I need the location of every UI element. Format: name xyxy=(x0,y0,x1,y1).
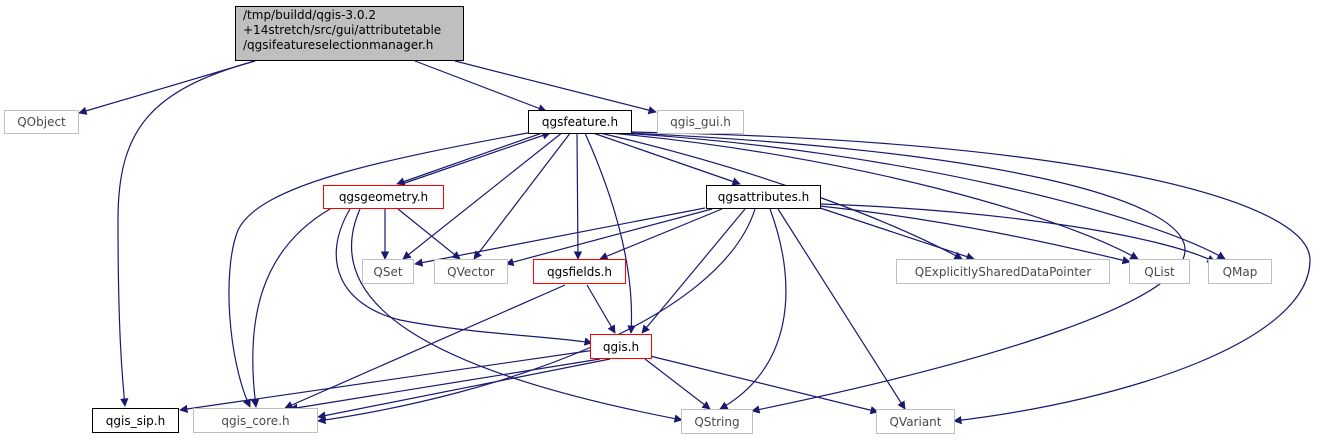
edge-qgsfeature-to-qgis xyxy=(584,132,636,334)
node-qgis[interactable]: qgis.h xyxy=(590,334,652,359)
edge-qgsfeature-to-qvariant xyxy=(629,131,1311,425)
node-qvariant[interactable]: QVariant xyxy=(876,409,955,434)
node-qgsfeature-label: qgsfeature.h xyxy=(541,115,619,129)
node-qgis-label: qgis.h xyxy=(602,339,640,354)
edge-qgsattributes-to-qvector xyxy=(505,208,713,267)
node-qvariant-label: QVariant xyxy=(889,414,942,429)
edge-qgsfields-to-qgis-core xyxy=(284,284,566,409)
edge-root-to-qgis-gui xyxy=(454,60,657,115)
edge-qgsattributes-to-qexplicit xyxy=(819,207,975,261)
edge-qgsfeature-to-qgsattributes xyxy=(592,132,741,186)
node-qstring-label: QString xyxy=(694,414,740,429)
node-qgsfields-label: qgsfields.h xyxy=(546,264,613,279)
edge-qgsgeometry-to-qgsfeature xyxy=(401,131,551,185)
node-qgsgeometry-label: qgsgeometry.h xyxy=(338,190,429,204)
root-node-line-3: /qgsifeatureselectionmanager.h xyxy=(243,38,434,52)
edge-qgis-to-qvariant xyxy=(649,355,879,415)
edge-qgsgeometry-to-qvector xyxy=(397,208,461,260)
node-qgis-gui[interactable]: qgis_gui.h xyxy=(657,110,744,134)
edge-qgsgeometry-to-qgis xyxy=(335,208,593,346)
edge-qgsfeature-to-qgsfields xyxy=(573,132,583,260)
node-qgsattributes-label: qgsattributes.h xyxy=(717,190,810,204)
node-qgis-core[interactable]: qgis_core.h xyxy=(193,408,318,433)
node-qobject-label: QObject xyxy=(17,115,66,129)
node-qgis-sip-label: qgis_sip.h xyxy=(105,413,166,428)
edge-qgsattributes-to-qmap xyxy=(819,203,1216,263)
node-qset[interactable]: QSet xyxy=(362,259,414,284)
edge-root-to-qgis-sip xyxy=(117,60,256,407)
node-qvector-label: QVector xyxy=(447,264,495,279)
node-qvector[interactable]: QVector xyxy=(434,259,508,284)
node-qgsattributes[interactable]: qgsattributes.h xyxy=(706,185,821,209)
edge-qgsattributes-to-qset xyxy=(414,207,706,267)
edge-qgsfeature-to-qset xyxy=(402,131,564,260)
edge-qgsfeature-to-qmap xyxy=(619,132,1226,260)
edge-qgis-to-qgis-sip xyxy=(179,349,596,414)
edge-qgsgeometry-to-qgis-core xyxy=(250,208,331,408)
node-qgsfeature[interactable]: qgsfeature.h xyxy=(528,110,632,134)
edge-qgis-to-qgis-core-1 xyxy=(289,358,601,412)
edge-qgsattributes-to-qvariant xyxy=(777,208,906,410)
node-qobject[interactable]: QObject xyxy=(4,110,79,134)
root-node-line-2: +14stretch/src/gui/attributetable xyxy=(243,23,442,37)
edge-qgsfeature-to-qgsgeometry xyxy=(396,131,546,186)
node-qgis-core-label: qgis_core.h xyxy=(221,413,290,428)
edge-qgsfeature-to-qlist xyxy=(609,132,1139,260)
node-qlist-label: QList xyxy=(1144,264,1175,279)
node-qgsgeometry[interactable]: qgsgeometry.h xyxy=(323,185,444,209)
edge-qgsattributes-to-qgsfields xyxy=(599,208,723,261)
node-qexplicitlyshareddatapointer[interactable]: QExplicitlySharedDataPointer xyxy=(896,259,1110,284)
node-qgis-sip[interactable]: qgis_sip.h xyxy=(92,408,179,433)
edge-qgis-to-qstring xyxy=(644,358,711,410)
node-qgsfields[interactable]: qgsfields.h xyxy=(533,259,626,284)
edge-qgsattributes-to-qgis xyxy=(641,208,746,334)
node-qstring[interactable]: QString xyxy=(681,409,753,434)
node-qexplicitlyshareddatapointer-label: QExplicitlySharedDataPointer xyxy=(914,264,1092,279)
edge-qgsattributes-to-qstring xyxy=(719,208,787,410)
root-node-qgsifeatureselectionmanager[interactable]: /tmp/buildd/qgis-3.0.2 +14stretch/src/gu… xyxy=(235,6,464,61)
edge-qgis-to-qgis-core-2 xyxy=(317,358,611,420)
edge-qgsattributes-to-qlist xyxy=(819,205,1131,265)
edge-qgsfeature-to-qgis-core xyxy=(228,131,534,408)
node-qmap-label: QMap xyxy=(1222,264,1258,279)
node-qset-label: QSet xyxy=(373,264,403,279)
edge-qgsfields-to-qgis xyxy=(586,284,616,334)
node-qgis-gui-label: qgis_gui.h xyxy=(670,115,731,129)
root-node-line-1: /tmp/buildd/qgis-3.0.2 xyxy=(243,8,376,22)
edge-qgsgeometry-to-qstring xyxy=(350,208,683,423)
edge-qgsfeature-to-qvector xyxy=(473,131,572,260)
node-qmap[interactable]: QMap xyxy=(1208,259,1272,284)
node-qlist[interactable]: QList xyxy=(1129,259,1190,284)
edge-root-to-qgsfeature xyxy=(414,60,547,113)
